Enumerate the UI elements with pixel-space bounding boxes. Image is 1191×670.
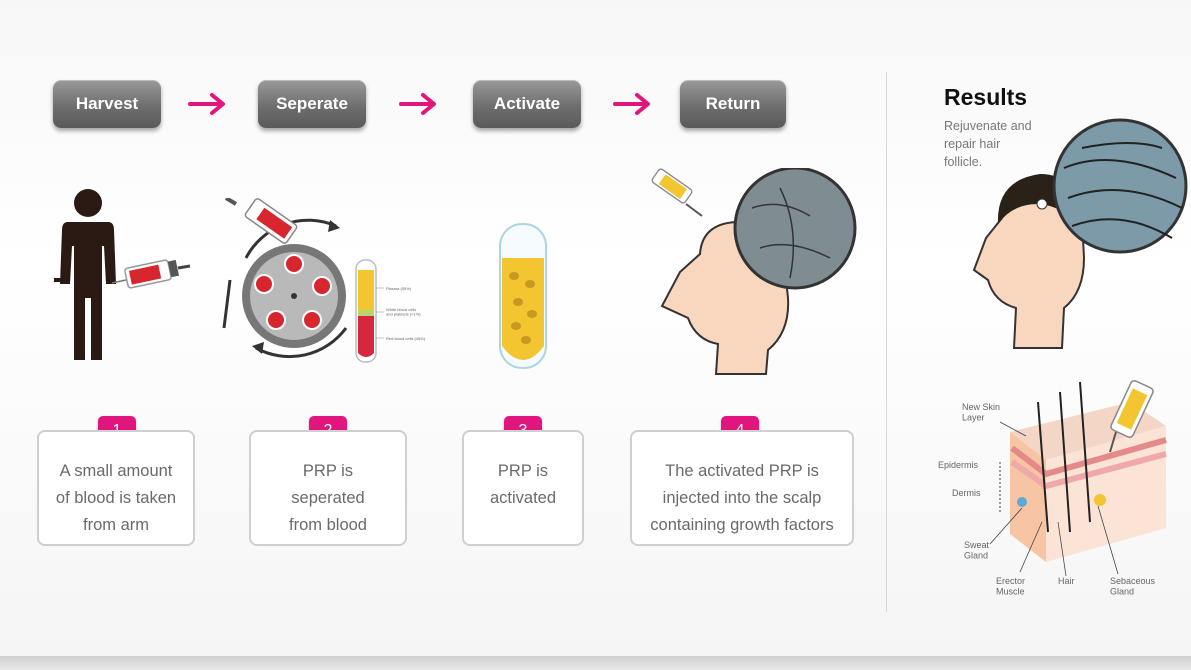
tube-label-red: Red blood cells (45%) (386, 336, 426, 341)
step-1-description: A small amount of blood is taken from ar… (55, 462, 177, 534)
tube-label-plasma: Plasma (55%) (386, 286, 412, 291)
arrow-right-icon (399, 93, 436, 115)
step-2-description: PRP is seperated from blood (289, 462, 367, 534)
label-hair: Hair (1058, 576, 1075, 586)
label-dermis: Dermis (952, 488, 981, 498)
step-2-description-box: PRP is seperated from blood (249, 430, 407, 546)
section-divider (886, 72, 887, 612)
step-1-description-box: A small amount of blood is taken from ar… (37, 430, 195, 546)
bottom-shadow (0, 656, 1191, 670)
arrow-right-icon (188, 93, 225, 115)
results-head-icon (972, 118, 1188, 349)
step-4-description: The activated PRP is injected into the s… (650, 462, 834, 534)
head-injection-icon (651, 168, 857, 375)
syringe-icon (111, 259, 191, 289)
step-4-description-box: The activated PRP is injected into the s… (630, 430, 854, 546)
arrow-right-icon (613, 93, 650, 115)
results-subtitle: Rejuvenate and repair hair follicle. (944, 119, 1032, 169)
step-return-button[interactable]: Return (680, 80, 786, 128)
step-3-description: PRP is activated (489, 462, 557, 507)
infographic-background (0, 0, 1191, 656)
step-seperate-button[interactable]: Seperate (258, 80, 366, 128)
step-harvest-button[interactable]: Harvest (53, 80, 161, 128)
step-activate-button[interactable]: Activate (473, 80, 581, 128)
activated-tube-icon (499, 223, 547, 369)
person-silhouette-icon (54, 189, 191, 360)
step-3-description-box: PRP is activated (462, 430, 584, 546)
results-title: Results (944, 84, 1028, 110)
label-epidermis: Epidermis (938, 460, 979, 470)
